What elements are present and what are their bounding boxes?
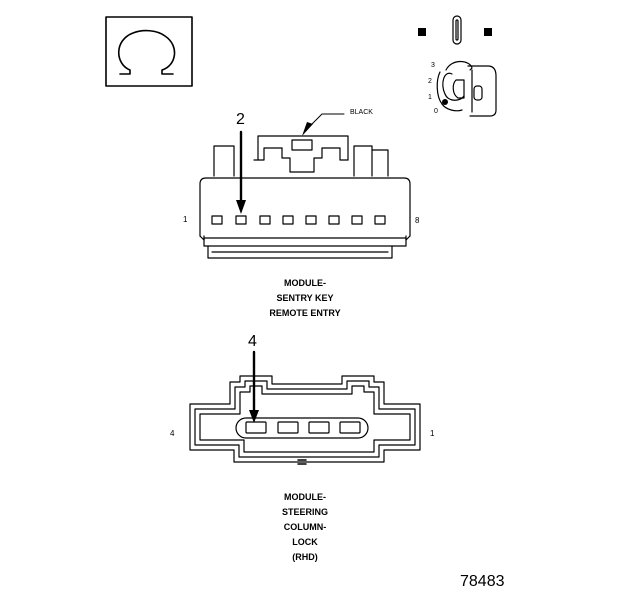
callout-number-1: 2 [236, 111, 245, 128]
pin-number-right: 8 [415, 216, 420, 225]
pin-number-left: 1 [183, 215, 188, 224]
key-position-label: 0 [434, 108, 438, 115]
key-position-label: 1 [428, 94, 432, 101]
key-position-label: 3 [431, 62, 435, 69]
caption-line: MODULE- [284, 492, 326, 502]
ohm-symbol-icon [105, 16, 193, 87]
connector-caption-2: MODULE- STEERING COLUMN- LOCK (RHD) [235, 490, 375, 565]
ignition-key-icon [418, 15, 497, 117]
connector-caption-1: MODULE- SENTRY KEY REMOTE ENTRY [235, 276, 375, 321]
wire-color-label: BLACK [350, 109, 373, 116]
caption-line: STEERING [281, 507, 328, 517]
caption-line: LOCK [292, 537, 318, 547]
caption-line: COLUMN- [283, 522, 327, 532]
caption-line: (RHD) [292, 552, 318, 562]
wire-color-leader [302, 113, 345, 136]
connector-sentry-key [199, 135, 411, 259]
callout-arrow-1 [236, 130, 246, 214]
pin-number-left: 4 [170, 429, 175, 438]
caption-line: MODULE- [284, 278, 326, 288]
key-position-label: 2 [428, 78, 432, 85]
pin-number-right: 1 [430, 429, 435, 438]
caption-line: SENTRY KEY [276, 293, 334, 303]
figure-number: 78483 [460, 573, 505, 590]
connector-steering-lock [189, 375, 421, 465]
callout-arrow-2 [249, 350, 259, 423]
callout-number-2: 4 [248, 333, 257, 350]
caption-line: REMOTE ENTRY [269, 308, 341, 318]
